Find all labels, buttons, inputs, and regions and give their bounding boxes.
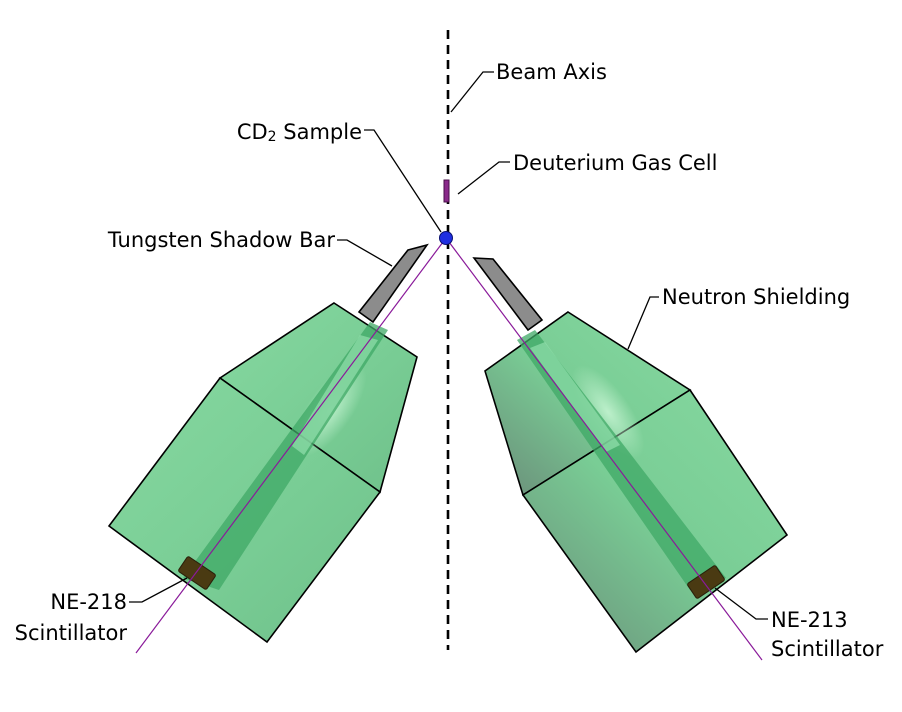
cd2-sample-label: CD2 Sample	[237, 120, 362, 145]
ne218-label-line2: Scintillator	[15, 621, 128, 645]
cd2-sample-leader	[364, 129, 442, 233]
ne213-label-line1: NE-213	[771, 608, 848, 632]
left-detector-assembly	[107, 302, 418, 644]
beam-axis-label: Beam Axis	[496, 60, 607, 84]
ne213-label-line2: Scintillator	[771, 637, 884, 661]
deuterium-gas-cell-label: Deuterium Gas Cell	[513, 151, 717, 175]
left-tungsten-shadow-bar	[357, 243, 429, 324]
tungsten-shadow-bar-label: Tungsten Shadow Bar	[107, 228, 335, 252]
shadow-bar-leader	[337, 239, 393, 267]
ne218-leader	[129, 577, 188, 603]
right-collimator-inner	[530, 342, 620, 452]
right-shielding-highlight	[571, 365, 645, 459]
right-flight-path	[445, 237, 763, 661]
cd2-sample	[439, 231, 453, 245]
right-tungsten-shadow-bar	[472, 257, 544, 332]
neutron-shielding-label: Neutron Shielding	[662, 285, 850, 309]
ne218-label-line1: NE-218	[50, 590, 127, 614]
deuterium-gas-cell	[443, 179, 450, 203]
neutron-shielding-leader	[627, 296, 659, 350]
gas-cell-leader	[457, 161, 510, 195]
left-flight-path	[135, 237, 447, 654]
left-collimator-inner	[292, 335, 378, 455]
ne213-leader	[714, 587, 768, 620]
beam-axis-leader	[450, 71, 494, 113]
right-detector-assembly	[484, 311, 789, 654]
ne213-scintillator	[687, 565, 725, 599]
